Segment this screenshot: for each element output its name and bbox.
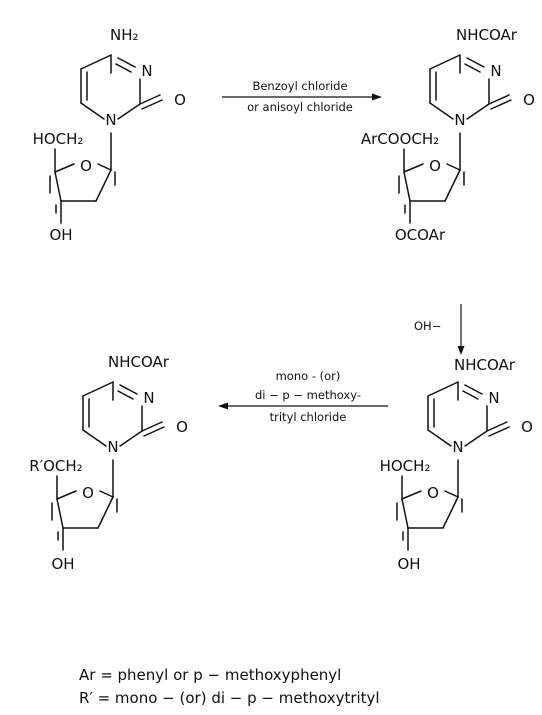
base-substituent: NH₂ [110,26,139,44]
reagent-line-2: or anisoyl chloride [247,100,353,114]
c3-group-label: OCOAr [395,226,446,244]
legend-r-prime-definition: R′ = mono − (or) di − p − methoxytrityl [79,689,380,707]
c3-group-label: OH [51,555,74,573]
ring-n3-label: N [143,389,154,407]
molecule-tritylated: NHCOAr N N O O R′OCH₂ OH [29,353,188,573]
c3-group-label: OH [49,226,72,244]
molecule-tribenzoylated: NHCOAr N N O O ArCOOCH₂ OCOAr [361,26,535,244]
base-substituent: NHCOAr [108,353,170,371]
sugar-oxygen-label: O [429,157,441,175]
reaction-arrow-benzoylation: Benzoyl chloride or anisoyl chloride [222,79,382,114]
reaction-arrow-hydrolysis: OH− [414,304,465,355]
molecule-n-acyl: NHCOAr N N O O HOCH₂ OH [380,356,533,573]
reagent-line-2: di − p − methoxy- [255,388,361,402]
ring-n3-label: N [490,62,501,80]
reagent-line-1: Benzoyl chloride [252,79,347,93]
c3-group-label: OH [397,555,420,573]
c5-group-label: HOCH₂ [33,130,84,148]
sugar-oxygen-label: O [80,157,92,175]
carbonyl-oxygen-label: O [521,418,533,436]
base-substituent: NHCOAr [454,356,516,374]
ring-n1-label: N [107,438,118,456]
legend-ar-definition: Ar = phenyl or p − methoxyphenyl [79,666,341,684]
reagent-line-1: mono - (or) [276,369,341,383]
carbonyl-oxygen-label: O [523,91,535,109]
reagent-line-3: trityl chloride [270,410,347,424]
sugar-oxygen-label: O [427,484,439,502]
reaction-arrow-tritylation: mono - (or) di − p − methoxy- trityl chl… [218,369,388,424]
carbonyl-oxygen-label: O [176,418,188,436]
reagent-label: OH− [414,319,441,333]
ring-n3-label: N [488,389,499,407]
c5-group-label: R′OCH₂ [29,457,82,475]
base-substituent: NHCOAr [456,26,518,44]
molecule-deoxycytidine: NH₂ N N O O HOCH₂ OH [33,26,186,244]
sugar-oxygen-label: O [82,484,94,502]
ring-n3-label: N [141,62,152,80]
c5-group-label: HOCH₂ [380,457,431,475]
c5-group-label: ArCOOCH₂ [361,130,439,148]
ring-n1-label: N [454,111,465,129]
ring-n1-label: N [452,438,463,456]
carbonyl-oxygen-label: O [174,91,186,109]
ring-n1-label: N [105,111,116,129]
